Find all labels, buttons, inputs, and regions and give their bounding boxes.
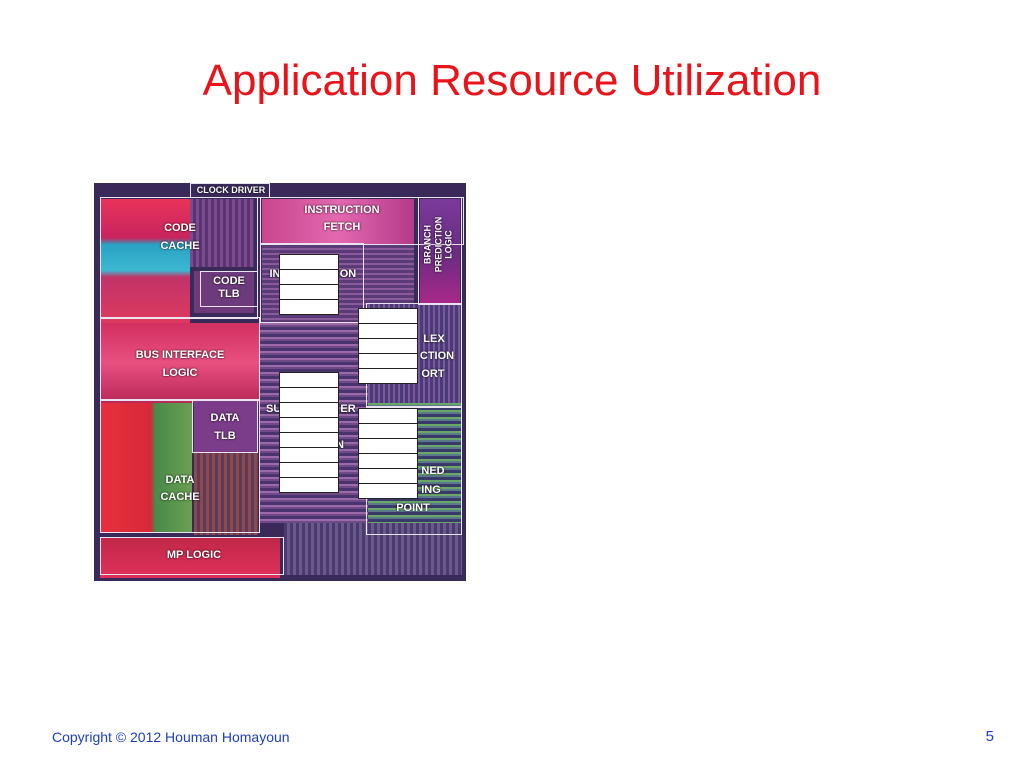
label-data-cache-1: DATA (165, 474, 195, 486)
label-complex-3: ORT (421, 368, 445, 380)
resource-cell (358, 483, 418, 499)
resource-cell (279, 447, 339, 463)
resource-stack-decode (279, 254, 339, 315)
resource-cell (279, 402, 339, 418)
label-decode-right: ON (339, 268, 357, 280)
label-fpu-3: POINT (396, 502, 430, 514)
label-branch-prediction-3: LOGIC (443, 230, 454, 259)
die-texture-left-lower (100, 403, 192, 533)
label-fpu-1: NED (421, 465, 445, 477)
die-texture-bus-interface (100, 323, 260, 403)
resource-cell (358, 308, 418, 324)
outline-branch-prediction (418, 197, 462, 305)
resource-stack-fpu (358, 408, 418, 499)
resource-cell (358, 468, 418, 484)
resource-cell (279, 432, 339, 448)
label-superscalar-right: ER (340, 403, 356, 415)
outline-code-tlb (200, 271, 258, 307)
label-branch-prediction-1: BRANCH (422, 225, 433, 264)
resource-cell (279, 299, 339, 315)
die-texture-top-strip (190, 199, 254, 267)
processor-die-image: CLOCK DRIVER CODE CACHE CODE TLB INSTRUC… (94, 183, 466, 581)
die-texture-branch-prediction (420, 199, 460, 309)
die-texture-instruction-fetch (262, 199, 414, 244)
label-decode-left: IN (269, 268, 281, 280)
resource-cell (358, 408, 418, 424)
label-superscalar-2: N (336, 439, 344, 451)
resource-cell (279, 477, 339, 493)
resource-stack-complex (358, 308, 418, 384)
page-number: 5 (985, 728, 994, 745)
resource-cell (358, 368, 418, 384)
resource-cell (358, 438, 418, 454)
copyright-footer: Copyright © 2012 Houman Homayoun (52, 729, 290, 745)
die-texture-data-tlb (194, 401, 258, 453)
label-code-cache-1: CODE (164, 222, 196, 234)
outline-decode (260, 243, 364, 323)
resource-cell (358, 423, 418, 439)
label-code-tlb-1: CODE (213, 275, 245, 287)
label-complex-1: LEX (423, 333, 445, 345)
resource-cell (358, 453, 418, 469)
label-instruction-fetch-2: FETCH (323, 221, 361, 233)
resource-cell (279, 284, 339, 300)
resource-cell (279, 372, 339, 388)
outline-data-cache (100, 399, 260, 533)
outline-bus-interface (100, 317, 260, 401)
die-texture-data-lower (194, 453, 258, 535)
label-clock-driver: CLOCK DRIVER (196, 185, 266, 195)
resource-cell (358, 353, 418, 369)
label-complex-2: CTION (419, 350, 455, 362)
resource-stack-superscalar (279, 372, 339, 493)
label-instruction-fetch-1: INSTRUCTION (304, 204, 380, 216)
label-bus-interface-1: BUS INTERFACE (135, 349, 225, 361)
resource-cell (279, 269, 339, 285)
die-texture-code-cache (100, 199, 190, 329)
resource-cell (279, 387, 339, 403)
die-texture-mp-logic (100, 538, 280, 578)
resource-cell (358, 338, 418, 354)
slide-title: Application Resource Utilization (202, 56, 822, 105)
die-texture-bottom-middle (284, 523, 462, 575)
outline-clock-driver (190, 183, 270, 198)
label-code-cache-2: CACHE (160, 240, 200, 252)
resource-cell (279, 254, 339, 270)
outline-mp-logic (100, 537, 284, 575)
label-bus-interface-2: LOGIC (162, 367, 198, 379)
resource-cell (279, 462, 339, 478)
label-fpu-2: ING (421, 484, 441, 496)
outline-code-cache (100, 197, 258, 319)
resource-cell (358, 323, 418, 339)
resource-cell (279, 417, 339, 433)
label-data-cache-2: CACHE (160, 491, 200, 503)
label-data-tlb-1: DATA (210, 412, 240, 424)
label-data-tlb-2: TLB (214, 430, 236, 442)
label-superscalar-left: SU (266, 403, 282, 415)
label-mp-logic: MP LOGIC (166, 549, 222, 561)
outline-instruction-fetch (260, 197, 464, 245)
label-code-tlb-2: TLB (218, 288, 240, 300)
